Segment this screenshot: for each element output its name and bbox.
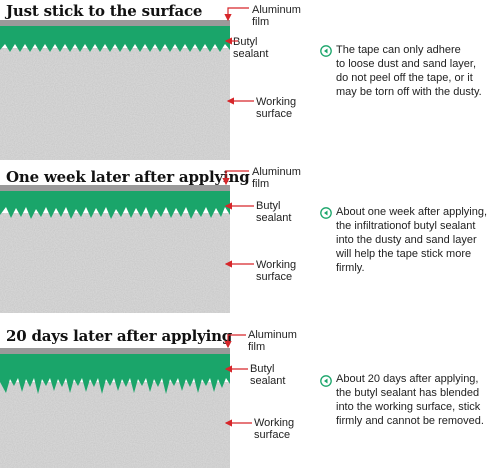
arrow-bullet-icon bbox=[320, 45, 332, 57]
working-surface-label: Working surface bbox=[254, 417, 295, 441]
layer-illustration bbox=[0, 185, 230, 313]
panel-1: Just stick to the surface Aluminum film … bbox=[0, 0, 500, 160]
panel-2: One week later after applying Aluminum f… bbox=[0, 160, 500, 315]
arrow-bullet-icon bbox=[320, 207, 332, 219]
panel-title: Just stick to the surface bbox=[6, 2, 203, 20]
butyl-sealant-layer bbox=[0, 191, 230, 219]
aluminum-film-layer bbox=[0, 348, 230, 354]
working-surface-label: Working surface bbox=[256, 96, 297, 120]
panel-title: 20 days later after applying bbox=[6, 327, 233, 345]
panel-description: About one week after applying, the infil… bbox=[336, 206, 488, 274]
panel-3: 20 days later after applying Aluminum fi… bbox=[0, 315, 500, 471]
butyl-sealant-layer bbox=[0, 354, 230, 394]
butyl-sealant-label: Butyl sealant bbox=[256, 200, 292, 224]
butyl-sealant-layer bbox=[0, 26, 230, 52]
butyl-sealant-label: Butyl sealant bbox=[250, 363, 286, 387]
aluminum-film-label: Aluminum film bbox=[252, 4, 301, 28]
panel-title: One week later after applying bbox=[6, 168, 250, 186]
aluminum-film-label: Aluminum film bbox=[248, 329, 297, 353]
working-surface-label: Working surface bbox=[256, 259, 297, 283]
aluminum-film-layer bbox=[0, 185, 230, 191]
arrow-bullet-icon bbox=[320, 375, 332, 387]
aluminum-film-layer bbox=[0, 20, 230, 26]
layer-illustration bbox=[0, 20, 230, 160]
panel-description: The tape can only adhere to loose dust a… bbox=[336, 44, 482, 98]
panel-description: About 20 days after applying, the butyl … bbox=[336, 373, 484, 427]
layer-illustration bbox=[0, 348, 230, 468]
aluminum-film-label: Aluminum film bbox=[252, 166, 301, 190]
butyl-sealant-label: Butyl sealant bbox=[233, 36, 269, 60]
